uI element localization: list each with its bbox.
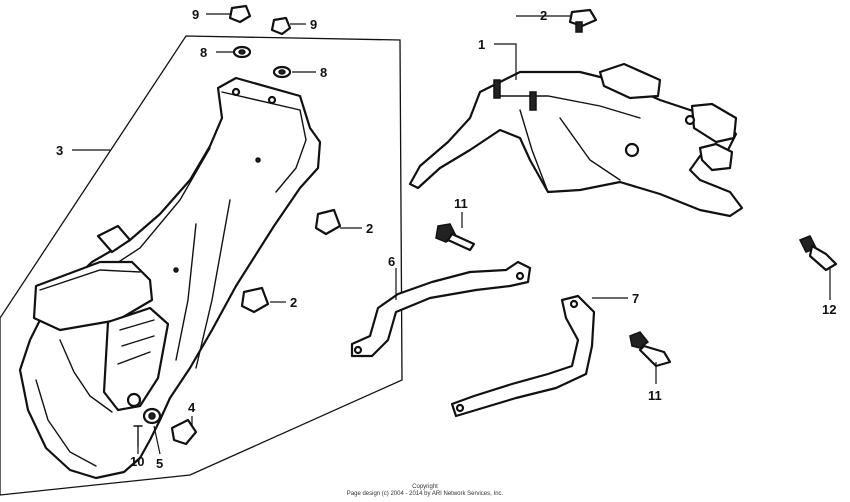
- callout-2-middle: 2: [366, 221, 373, 236]
- callout-3: 3: [56, 143, 63, 158]
- callout-6: 6: [388, 254, 395, 269]
- callout-2-top: 2: [540, 8, 547, 23]
- callout-4: 4: [188, 400, 196, 415]
- bolt-part-11-upper[interactable]: [435, 223, 476, 252]
- rear-fender-part-3[interactable]: [18, 76, 322, 480]
- callout-8-left: 8: [200, 45, 207, 60]
- leader-c1: [494, 43, 517, 80]
- callout-8-right: 8: [320, 65, 327, 80]
- nut-part-9-right[interactable]: [270, 16, 292, 36]
- fender-bracket-part-1[interactable]: [408, 62, 744, 218]
- grommet-part-5[interactable]: [142, 407, 162, 425]
- callout-2-lower: 2: [290, 295, 297, 310]
- copyright-notice: Copyright Page design (c) 2004 - 2014 by…: [0, 484, 850, 498]
- bolt-part-11-lower[interactable]: [629, 331, 672, 368]
- callout-12: 12: [822, 302, 836, 317]
- copyright-statement: Page design (c) 2004 - 2014 by ARI Netwo…: [346, 491, 504, 497]
- bolt-part-4[interactable]: [170, 418, 198, 446]
- clip-part-2-lower[interactable]: [240, 286, 270, 314]
- copyright-label: Copyright: [412, 484, 438, 490]
- clip-part-2-middle[interactable]: [314, 208, 342, 236]
- collar-part-8-right[interactable]: [272, 65, 292, 79]
- collar-part-8-left[interactable]: [232, 45, 252, 59]
- callout-5: 5: [156, 456, 163, 471]
- callout-9-left: 9: [192, 7, 199, 22]
- leader-c5: [153, 425, 161, 455]
- nut-part-9-left[interactable]: [228, 4, 252, 24]
- stay-part-6[interactable]: [350, 260, 532, 358]
- callout-9-right: 9: [310, 17, 317, 32]
- callout-11-lower: 11: [648, 388, 662, 403]
- assembly-outline: [0, 35, 403, 496]
- screw-part-10[interactable]: [133, 425, 143, 447]
- callout-1: 1: [478, 37, 485, 52]
- stay-part-7[interactable]: [450, 294, 596, 418]
- callout-10: 10: [130, 454, 144, 469]
- bolt-part-12[interactable]: [798, 235, 838, 272]
- callout-11-upper: 11: [454, 196, 468, 211]
- callout-7: 7: [632, 291, 639, 306]
- clip-part-2-top[interactable]: [568, 8, 598, 33]
